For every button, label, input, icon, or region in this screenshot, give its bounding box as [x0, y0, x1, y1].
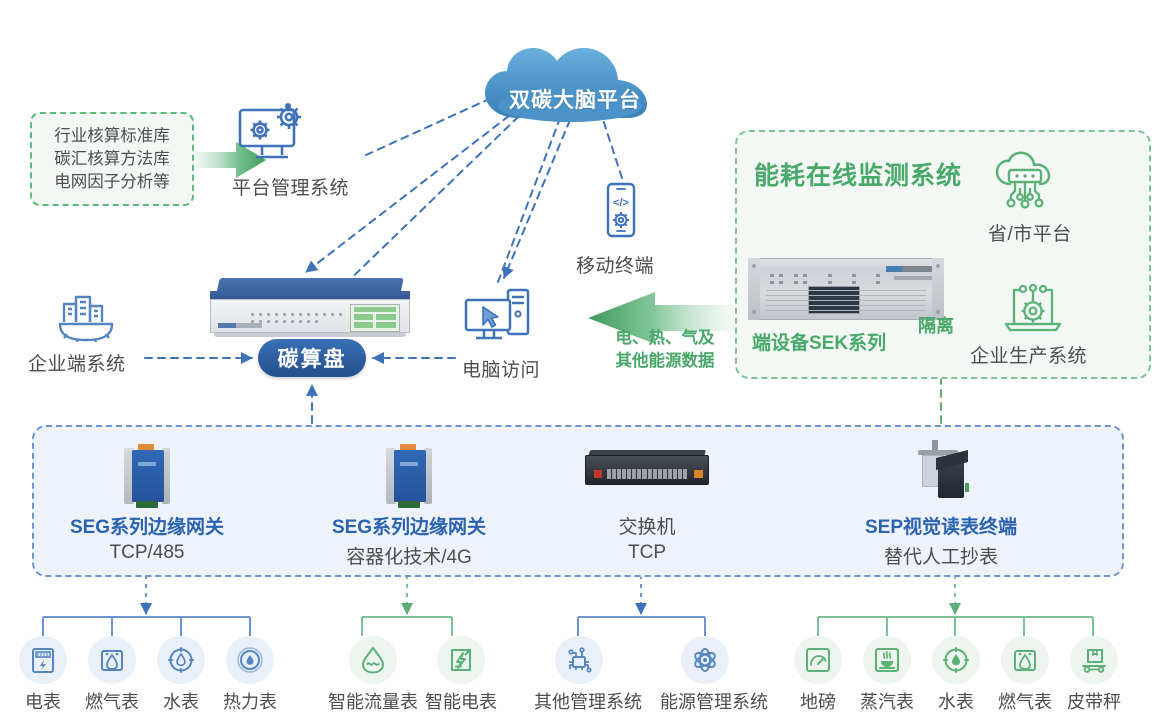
energy-management-system-icon	[681, 636, 729, 684]
gateway-1-title: SEG系列边缘网关	[69, 517, 225, 538]
leaf-label: 智能电表	[425, 692, 497, 712]
province-city-platform-node[interactable]: 省/市平台	[988, 150, 1072, 246]
gas-meter-icon	[1001, 636, 1049, 684]
cloud-shape	[485, 48, 647, 122]
gateway-item-2[interactable]: SEG系列边缘网关 容器化技术/4G	[294, 512, 524, 569]
leaf-water-meter-2[interactable]: 水表	[920, 636, 992, 714]
gateway-1-subtitle: TCP/485	[109, 542, 185, 563]
gateway-2-subtitle: 容器化技术/4G	[346, 547, 472, 568]
heat-meter-icon	[226, 636, 274, 684]
gateway-panel	[32, 425, 1124, 577]
leaf-label: 蒸汽表	[860, 692, 914, 712]
other-management-system-icon	[555, 636, 603, 684]
leaf-energy-management-system[interactable]: 能源管理系统	[660, 636, 768, 714]
leaf-label: 燃气表	[998, 692, 1052, 712]
leaf-label: 地磅	[800, 692, 836, 712]
smart-electric-meter-icon	[437, 636, 485, 684]
desktop-cursor-icon	[464, 288, 530, 340]
gateway-item-1[interactable]: SEG系列边缘网关 TCP/485	[32, 512, 262, 564]
knowledge-library-box: 行业核算标准库 碳汇核算方法库 电网因子分析等	[30, 112, 194, 206]
energy-note-line-2: 其他能源数据	[615, 352, 715, 371]
gateway-item-3[interactable]: 交换机 TCP	[532, 512, 762, 564]
gateway-3-title: 交换机	[618, 517, 676, 538]
blue-gateway-icon	[386, 444, 432, 508]
leaf-gas-meter-2[interactable]: 燃气表	[989, 636, 1061, 714]
enterprise-system-label: 企业端系统	[28, 354, 126, 375]
carbon-abacus-appliance	[210, 278, 410, 340]
leaf-gas-meter[interactable]: 燃气表	[76, 636, 148, 714]
blue-gateway-icon	[124, 444, 170, 508]
sek-edge-device-label: 端设备SEK系列	[752, 333, 887, 354]
leaf-label: 热力表	[223, 692, 277, 712]
weighbridge-icon	[794, 636, 842, 684]
production-system-label: 企业生产系统	[970, 346, 1088, 367]
gateway-4-title: SEP视觉读表终端	[864, 517, 1018, 538]
energy-note-line-1: 电、热、气及	[615, 329, 715, 347]
gateway-3-subtitle: TCP	[628, 542, 666, 563]
mobile-terminal-label: 移动终端	[576, 256, 655, 277]
enterprise-system-node[interactable]: 企业端系统	[28, 288, 125, 376]
knowledge-line-2: 碳汇核算方法库	[54, 149, 170, 168]
mobile-terminal-node[interactable]: </> 移动终端	[576, 182, 654, 278]
gateway-item-4[interactable]: SEP视觉读表终端 替代人工抄表	[826, 512, 1056, 569]
pc-access-node[interactable]: 电脑访问	[462, 288, 541, 382]
knowledge-line-3: 电网因子分析等	[54, 173, 170, 192]
electric-meter-icon	[19, 636, 67, 684]
carbon-abacus-pill[interactable]: 碳算盘	[258, 339, 366, 377]
svg-text:</>: </>	[613, 197, 629, 209]
leaf-smart-flow-meter[interactable]: 智能流量表	[326, 636, 420, 714]
laptop-gear-circuit-icon	[1004, 283, 1062, 332]
production-system-node[interactable]: 企业生产系统	[970, 282, 1087, 368]
leaf-smart-electric-meter[interactable]: 智能电表	[418, 636, 504, 714]
carbon-abacus-label: 碳算盘	[277, 348, 347, 371]
leaf-water-meter[interactable]: 水表	[145, 636, 217, 714]
pc-access-label: 电脑访问	[462, 360, 541, 381]
network-switch-icon	[585, 450, 709, 485]
leaf-label: 水表	[938, 692, 974, 712]
province-city-platform-label: 省/市平台	[988, 224, 1072, 245]
leaf-electric-meter[interactable]: 电表	[7, 636, 79, 714]
leaf-heat-meter[interactable]: 热力表	[214, 636, 286, 714]
knowledge-line-1: 行业核算标准库	[54, 126, 170, 145]
belt-scale-icon	[1070, 636, 1118, 684]
steam-meter-icon	[863, 636, 911, 684]
cloud-computing-icon	[995, 151, 1051, 209]
leaf-label: 智能流量表	[328, 692, 418, 712]
platform-management-node[interactable]: 平台管理系统	[232, 100, 350, 200]
leaf-weighbridge[interactable]: 地磅	[782, 636, 854, 714]
gateway-2-title: SEG系列边缘网关	[331, 517, 487, 538]
cloud-platform-label: 双碳大脑平台	[509, 89, 641, 112]
mobile-phone-icon: </>	[606, 182, 636, 238]
smart-flow-meter-icon	[349, 636, 397, 684]
monitor-gear-icon	[238, 103, 301, 159]
energy-monitoring-panel	[735, 130, 1151, 379]
energy-monitoring-title: 能耗在线监测系统	[754, 162, 963, 190]
leaf-label: 能源管理系统	[660, 692, 768, 712]
energy-data-note: 电、热、气及 其他能源数据	[606, 327, 724, 374]
leaf-steam-meter[interactable]: 蒸汽表	[851, 636, 923, 714]
isolation-label: 隔离	[918, 316, 954, 336]
vision-meter-reader-icon	[910, 440, 972, 500]
cloud-platform[interactable]: 双碳大脑平台	[475, 40, 675, 124]
leaf-label: 皮带秤	[1067, 692, 1121, 712]
sek-edge-device	[748, 258, 944, 320]
factory-gear-icon	[58, 295, 114, 343]
platform-management-label: 平台管理系统	[232, 178, 350, 199]
leaf-belt-scale[interactable]: 皮带秤	[1058, 636, 1130, 714]
water-meter-icon	[932, 636, 980, 684]
gateway-4-subtitle: 替代人工抄表	[883, 547, 998, 568]
leaf-label: 燃气表	[85, 692, 139, 712]
leaf-label: 水表	[163, 692, 199, 712]
leaf-other-management-system[interactable]: 其他管理系统	[534, 636, 642, 714]
leaf-label: 电表	[25, 692, 61, 712]
leaf-label: 其他管理系统	[534, 692, 642, 712]
gas-meter-icon	[88, 636, 136, 684]
water-meter-icon	[157, 636, 205, 684]
